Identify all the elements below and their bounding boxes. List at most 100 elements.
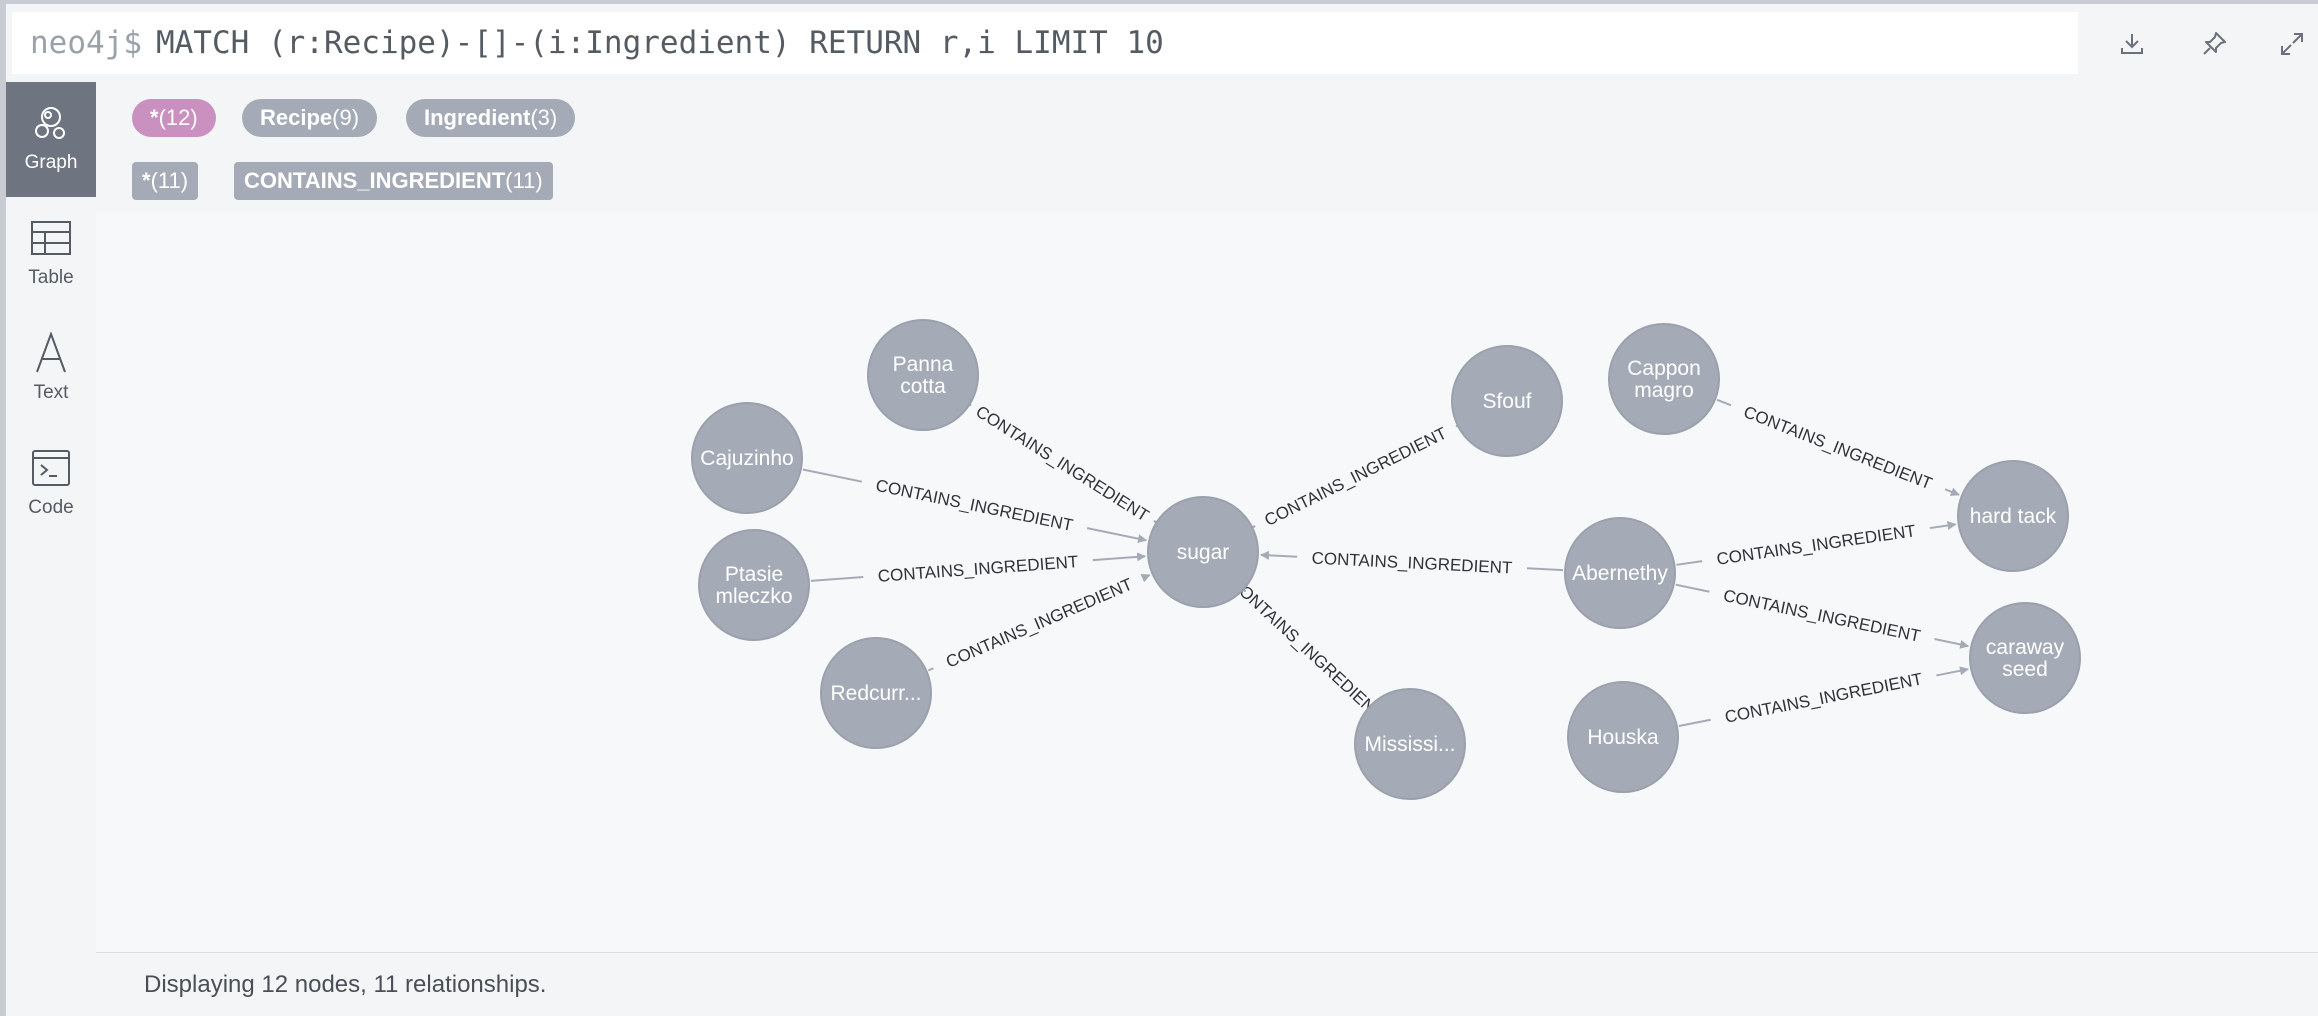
- relationship-edge[interactable]: CONTAINS_INGREDIENT: [1245, 424, 1459, 534]
- edge-line[interactable]: [802, 468, 863, 483]
- node-circle[interactable]: [1451, 345, 1563, 457]
- graph-node-redcurr[interactable]: Redcurr...: [820, 637, 932, 749]
- download-button[interactable]: [2106, 18, 2158, 70]
- node-circle[interactable]: [1147, 496, 1259, 608]
- relationship-edge[interactable]: CONTAINS_INGREDIENT: [1675, 583, 1970, 649]
- query-editor[interactable]: neo4j$ MATCH (r:Recipe)-[]-(i:Ingredient…: [12, 12, 2078, 74]
- query-prompt: neo4j$: [30, 25, 142, 61]
- legend-node-recipe[interactable]: Recipe(9): [242, 99, 378, 137]
- legend-bar: *(12) Recipe(9) Ingredient(3) *(11) CONT…: [96, 82, 2318, 212]
- code-icon: [31, 445, 71, 491]
- relationship-edge[interactable]: CONTAINS_INGREDIENT: [810, 552, 1147, 586]
- node-circle[interactable]: [1567, 681, 1679, 793]
- node-circle[interactable]: [820, 637, 932, 749]
- edge-line[interactable]: [810, 575, 864, 582]
- node-caption: Redcurr...: [830, 682, 921, 705]
- edge-label: CONTAINS_INGREDIENT: [1722, 586, 1922, 646]
- relationship-edge[interactable]: CONTAINS_INGREDIENT: [1260, 548, 1564, 578]
- edge-line-arrow[interactable]: [1934, 638, 1970, 649]
- node-circle[interactable]: [1354, 688, 1466, 800]
- edge-line[interactable]: [1675, 583, 1710, 593]
- node-circle[interactable]: [1957, 460, 2069, 572]
- edge-label: CONTAINS_INGREDIENT: [943, 575, 1135, 672]
- pin-icon: [2203, 32, 2226, 55]
- edge-line-arrow[interactable]: [1944, 487, 1960, 497]
- graph-icon: [31, 100, 71, 146]
- legend-node-ingredient-name: Ingredient: [424, 105, 531, 130]
- relationship-edge[interactable]: CONTAINS_INGREDIENT: [927, 574, 1151, 672]
- node-circle[interactable]: [691, 402, 803, 514]
- sidebar-item-table[interactable]: Table: [6, 197, 96, 312]
- relationship-edge[interactable]: CONTAINS_INGREDIENT: [1716, 398, 1960, 497]
- graph-node-abernethy[interactable]: Abernethy: [1564, 517, 1676, 629]
- legend-rel-all-count: (11): [150, 168, 189, 193]
- node-caption: Houska: [1587, 726, 1659, 749]
- expand-button[interactable]: [2266, 18, 2318, 70]
- graph-node-hardtack[interactable]: hard tack: [1957, 460, 2069, 572]
- legend-rel-contains-ingredient-name: CONTAINS_INGREDIENT: [244, 168, 506, 193]
- edge-line[interactable]: [1526, 567, 1564, 572]
- download-icon: [2121, 34, 2143, 54]
- sidebar-item-graph[interactable]: Graph: [6, 82, 96, 197]
- graph-node-cajuzinho[interactable]: Cajuzinho: [691, 402, 803, 514]
- edge-line-arrow[interactable]: [1092, 552, 1147, 562]
- legend-rel-all[interactable]: *(11): [132, 162, 199, 200]
- edge-line[interactable]: [1676, 560, 1703, 566]
- view-sidebar: Graph Table Text: [6, 82, 96, 1016]
- sidebar-label-code: Code: [28, 497, 74, 518]
- sidebar-item-text[interactable]: Text: [6, 312, 96, 427]
- node-caption: mleczko: [715, 585, 792, 608]
- edge-label: CONTAINS_INGREDIENT: [1261, 424, 1449, 530]
- legend-rel-all-name: *: [142, 168, 151, 193]
- node-caption: Sfouf: [1482, 390, 1531, 413]
- graph-node-mississi[interactable]: Mississi...: [1354, 688, 1466, 800]
- edge-label: CONTAINS_INGREDIENT: [1311, 548, 1513, 577]
- node-caption: Cajuzinho: [700, 447, 793, 470]
- graph-svg[interactable]: CONTAINS_INGREDIENTCONTAINS_INGREDIENTCO…: [96, 212, 2318, 952]
- relationship-edge[interactable]: CONTAINS_INGREDIENT: [1676, 521, 1957, 569]
- legend-rel-contains-ingredient-count: (11): [505, 168, 543, 193]
- edge-label: CONTAINS_INGREDIENT: [877, 552, 1079, 586]
- relationship-edge[interactable]: CONTAINS_INGREDIENT: [1678, 666, 1969, 727]
- edge-line-arrow[interactable]: [1140, 574, 1151, 583]
- node-circle[interactable]: [1564, 517, 1676, 629]
- edge-label: CONTAINS_INGREDIENT: [874, 476, 1075, 535]
- edge-line-arrow[interactable]: [1936, 666, 1969, 677]
- expand-icon: [2281, 33, 2303, 55]
- graph-node-sfouf[interactable]: Sfouf: [1451, 345, 1563, 457]
- sidebar-item-code[interactable]: Code: [6, 427, 96, 542]
- graph-node-sugar[interactable]: sugar: [1147, 496, 1259, 608]
- status-bar: Displaying 12 nodes, 11 relationships.: [96, 952, 2318, 1016]
- node-circle[interactable]: [1608, 323, 1720, 435]
- result-panel: *(12) Recipe(9) Ingredient(3) *(11) CONT…: [96, 82, 2318, 1016]
- query-text[interactable]: MATCH (r:Recipe)-[]-(i:Ingredient) RETUR…: [155, 25, 1164, 61]
- table-icon: [31, 215, 71, 261]
- relationship-edge[interactable]: CONTAINS_INGREDIENT: [1221, 569, 1392, 728]
- edge-line[interactable]: [927, 667, 934, 672]
- query-bar: neo4j$ MATCH (r:Recipe)-[]-(i:Ingredient…: [6, 4, 2318, 82]
- legend-node-recipe-name: Recipe: [260, 105, 333, 130]
- node-caption: caraway: [1986, 636, 2065, 659]
- edge-line-arrow[interactable]: [1260, 550, 1298, 560]
- edge-label: CONTAINS_INGREDIENT: [1715, 521, 1917, 569]
- edge-line[interactable]: [1716, 398, 1732, 407]
- edge-line[interactable]: [1678, 718, 1711, 727]
- graph-node-houska[interactable]: Houska: [1567, 681, 1679, 793]
- legend-node-ingredient[interactable]: Ingredient(3): [406, 99, 576, 137]
- pin-button[interactable]: [2188, 18, 2240, 70]
- legend-rel-contains-ingredient[interactable]: CONTAINS_INGREDIENT(11): [234, 162, 553, 200]
- node-circle[interactable]: [1969, 602, 2081, 714]
- node-circle[interactable]: [867, 319, 979, 431]
- node-circle[interactable]: [698, 529, 810, 641]
- node-caption: Cappon: [1627, 357, 1701, 380]
- edge-line-arrow[interactable]: [1929, 521, 1957, 530]
- node-caption: Mississi...: [1365, 733, 1456, 756]
- edge-line-arrow[interactable]: [1086, 527, 1148, 544]
- node-caption: magro: [1634, 379, 1694, 402]
- legend-node-all[interactable]: *(12): [132, 99, 216, 137]
